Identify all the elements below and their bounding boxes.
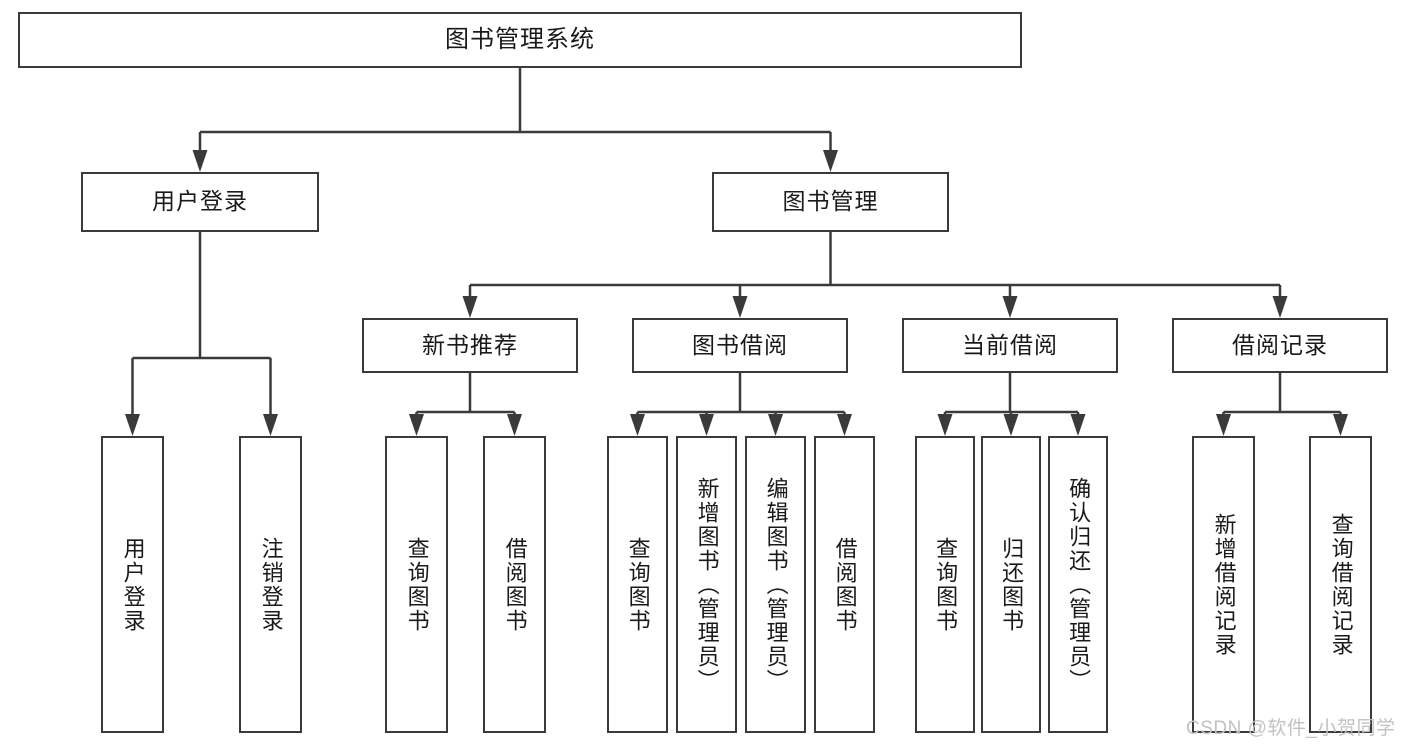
- node-label: 借阅图书: [832, 536, 858, 633]
- arrowhead-icon: [507, 414, 522, 436]
- node-leaf-add-record[interactable]: 新增借阅记录: [1192, 436, 1255, 733]
- node-leaf-query-book-1[interactable]: 查询图书: [385, 436, 448, 733]
- arrowhead-icon: [630, 414, 645, 436]
- node-leaf-query-book-2[interactable]: 查询图书: [607, 436, 668, 733]
- arrowhead-icon: [1272, 296, 1288, 318]
- node-leaf-borrow-book-1[interactable]: 借阅图书: [483, 436, 546, 733]
- node-label: 用户登录: [152, 188, 248, 215]
- arrowhead-icon: [1070, 414, 1086, 436]
- node-label: 注销登录: [258, 536, 284, 633]
- node-leaf-user-login[interactable]: 用户登录: [101, 436, 164, 733]
- node-label: 图书管理: [782, 188, 879, 215]
- node-leaf-query-book-3[interactable]: 查询图书: [915, 436, 975, 733]
- node-label: 借阅图书: [502, 536, 528, 633]
- node-label: 当前借阅: [962, 331, 1058, 358]
- node-leaf-return-book[interactable]: 归还图书: [981, 436, 1041, 733]
- node-leaf-edit-book[interactable]: 编辑图书（管理员）: [745, 436, 806, 733]
- node-label: 归还图书: [999, 536, 1025, 633]
- node-root[interactable]: 图书管理系统: [18, 12, 1022, 68]
- node-label: 新增借阅记录: [1211, 512, 1237, 657]
- arrowhead-icon: [1216, 414, 1231, 436]
- arrowhead-icon: [192, 150, 208, 172]
- arrowhead-icon: [837, 414, 852, 436]
- node-label: 查询借阅记录: [1328, 512, 1354, 657]
- node-book-borrow[interactable]: 图书借阅: [632, 318, 848, 373]
- node-leaf-add-book[interactable]: 新增图书（管理员）: [676, 436, 737, 733]
- arrowhead-icon: [937, 414, 953, 436]
- node-leaf-query-record[interactable]: 查询借阅记录: [1309, 436, 1372, 733]
- node-label: 图书管理系统: [445, 25, 595, 53]
- arrowhead-icon: [1002, 296, 1018, 318]
- node-leaf-confirm-return[interactable]: 确认归还（管理员）: [1048, 436, 1108, 733]
- node-borrow-record[interactable]: 借阅记录: [1172, 318, 1388, 373]
- node-user-login[interactable]: 用户登录: [81, 172, 319, 232]
- arrowhead-icon: [768, 414, 783, 436]
- arrowhead-icon: [125, 414, 140, 436]
- node-label: 新增图书（管理员）: [694, 476, 720, 693]
- node-leaf-borrow-book-2[interactable]: 借阅图书: [814, 436, 875, 733]
- node-label: 新书推荐: [422, 331, 518, 358]
- node-label: 图书借阅: [692, 331, 788, 358]
- arrowhead-icon: [263, 414, 278, 436]
- node-current-borrow[interactable]: 当前借阅: [902, 318, 1118, 373]
- arrowhead-icon: [409, 414, 424, 436]
- node-label: 借阅记录: [1232, 331, 1328, 358]
- node-label: 查询图书: [933, 536, 959, 633]
- node-leaf-logout-login[interactable]: 注销登录: [239, 436, 302, 733]
- arrowhead-icon: [1003, 414, 1019, 436]
- node-book-manage[interactable]: 图书管理: [712, 172, 949, 232]
- node-label: 用户登录: [120, 536, 146, 633]
- node-label: 编辑图书（管理员）: [763, 476, 789, 693]
- csdn-watermark: CSDN @软件_小贺同学: [1186, 718, 1396, 739]
- arrowhead-icon: [462, 296, 478, 318]
- node-label: 确认归还（管理员）: [1066, 476, 1092, 693]
- arrowhead-icon: [732, 296, 748, 318]
- arrowhead-icon: [699, 414, 714, 436]
- arrowhead-icon: [1333, 414, 1348, 436]
- arrowhead-icon: [823, 150, 838, 172]
- node-label: 查询图书: [404, 536, 430, 633]
- node-new-book-rec[interactable]: 新书推荐: [362, 318, 578, 373]
- node-label: 查询图书: [625, 536, 651, 633]
